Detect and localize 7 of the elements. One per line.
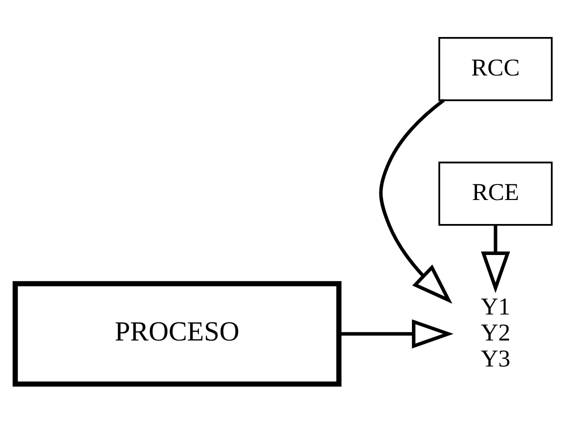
arrow	[480, 225, 510, 294]
node-text: Y1 Y2 Y3	[480, 293, 510, 372]
node-box: RCE	[438, 162, 553, 226]
node-box: PROCESO	[12, 281, 342, 387]
arrow	[339, 319, 454, 348]
arrow	[379, 98, 452, 304]
node-box: RCC	[438, 37, 553, 102]
